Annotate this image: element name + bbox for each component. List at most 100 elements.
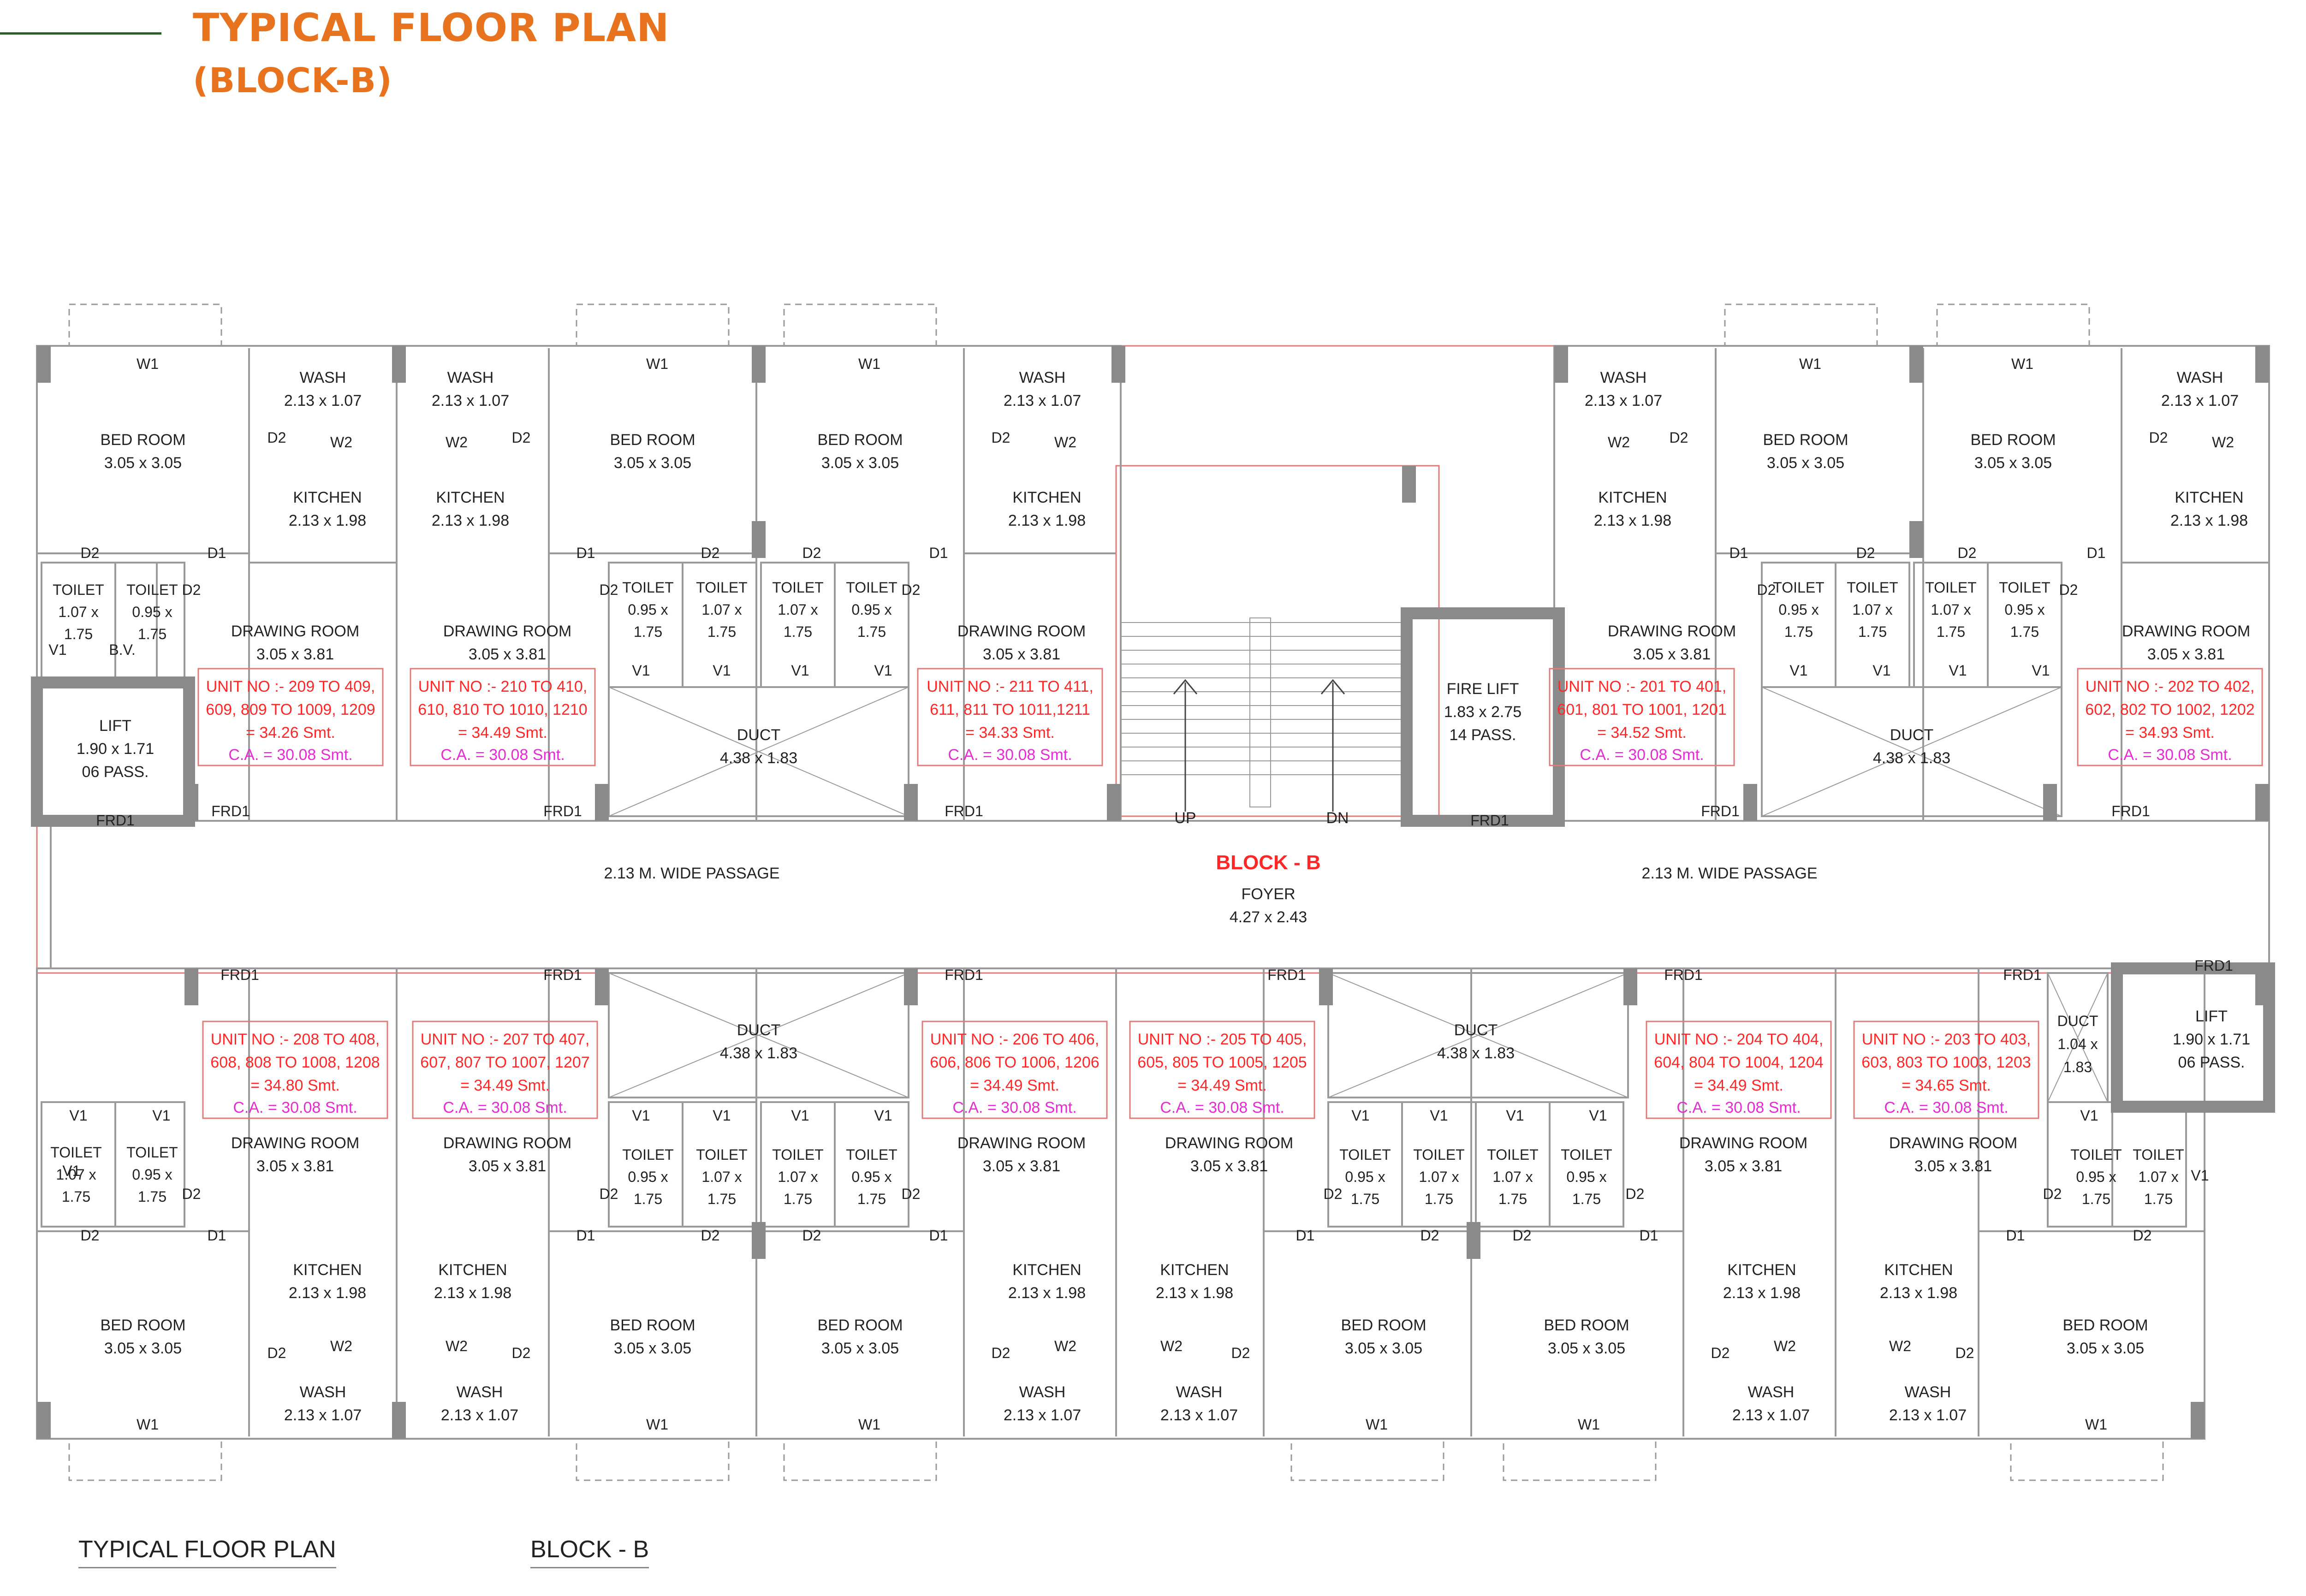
toilet-label: TOILET — [1999, 579, 2050, 596]
column — [184, 784, 198, 821]
lift-label: LIFT — [2195, 1008, 2228, 1025]
column — [2255, 784, 2269, 821]
unit-bottom-3-carpet-area: C.A. = 30.08 Smt. — [1160, 1099, 1284, 1116]
room-tag: V1 — [632, 662, 650, 679]
duct-outline — [608, 686, 909, 817]
fire-lift-shaft — [1401, 607, 1565, 827]
unit-bottom-5-line1: UNIT NO :- 203 TO 403, — [1862, 1031, 2031, 1048]
unit-bottom-5-carpet-area: C.A. = 30.08 Smt. — [1884, 1099, 2008, 1116]
kitchen-label-size: 2.13 x 1.98 — [289, 512, 366, 529]
room-tag: D2 — [267, 429, 286, 446]
bed-room-label-size: 3.05 x 3.05 — [2067, 1340, 2144, 1357]
room-tag: V1 — [791, 1107, 809, 1124]
room-tag: D2 — [1955, 1345, 1974, 1361]
room-tag: FRD1 — [211, 803, 250, 819]
column — [1111, 346, 1125, 383]
stair-handrail — [1249, 617, 1271, 807]
room-tag: D2 — [512, 1345, 531, 1361]
toilet-size: 0.95 x — [1345, 1169, 1385, 1185]
unit-bottom-4-area: = 34.49 Smt. — [1694, 1077, 1783, 1094]
toilet-size: 0.95 x — [132, 1166, 172, 1183]
unit-top-1-carpet-area: C.A. = 30.08 Smt. — [440, 746, 565, 764]
room-tag: V1 — [62, 1163, 80, 1179]
toilet-label: TOILET — [846, 1146, 897, 1163]
toilet-size: 1.75 — [634, 1191, 662, 1207]
room-tag: D2 — [1757, 581, 1776, 598]
drawing-room-label: DRAWING ROOM — [1679, 1134, 1807, 1152]
room-tag: FRD1 — [2194, 957, 2233, 974]
duct-label: DUCT — [1890, 726, 1933, 744]
drawing-room-label: DRAWING ROOM — [231, 623, 359, 640]
duct-cross — [608, 973, 909, 1098]
room-tag: D1 — [1640, 1227, 1658, 1244]
room-tag: V1 — [69, 1107, 87, 1124]
column — [904, 968, 918, 1005]
toilet-label: TOILET — [53, 581, 104, 598]
room-tag: D1 — [576, 1227, 595, 1244]
room-tag: V1 — [713, 662, 731, 679]
building-outline — [36, 345, 2270, 974]
small-duct-label: DUCT — [2057, 1013, 2098, 1029]
kitchen-label: KITCHEN — [1598, 489, 1667, 506]
drawing-room-label: DRAWING ROOM — [1889, 1134, 2017, 1152]
toilet-label: TOILET — [772, 1146, 823, 1163]
column — [1402, 466, 1416, 503]
kitchen-label: KITCHEN — [2175, 489, 2243, 506]
drawing-room-label-size: 3.05 x 3.81 — [983, 1157, 1060, 1175]
plan-structure — [31, 303, 2275, 1481]
kitchen-label: KITCHEN — [1727, 1261, 1796, 1279]
room-tag: FRD1 — [543, 967, 582, 983]
block-label: BLOCK - B — [1216, 851, 1320, 874]
room-tag: W2 — [1608, 434, 1630, 451]
stair-dn-arrow — [1320, 679, 1345, 812]
kitchen-label: KITCHEN — [1884, 1261, 1953, 1279]
room-tag: D2 — [1711, 1345, 1730, 1361]
room-tag: W1 — [858, 356, 880, 372]
stair-up-label: UP — [1174, 809, 1196, 827]
room-tag: W2 — [1054, 1338, 1076, 1354]
toilet-size: 1.75 — [634, 623, 662, 640]
toilet-size: 1.75 — [2082, 1191, 2110, 1207]
room-tag: D1 — [208, 1227, 226, 1244]
kitchen-label-size: 2.13 x 1.98 — [1594, 512, 1671, 529]
unit-top-0-carpet-area: C.A. = 30.08 Smt. — [228, 746, 352, 764]
bed-room-label-size: 3.05 x 3.05 — [821, 1340, 899, 1357]
room-tag: V1 — [2191, 1167, 2209, 1184]
room-tag: W1 — [1366, 1416, 1388, 1433]
room-tag: W2 — [446, 1338, 468, 1354]
room-tag: W2 — [446, 434, 468, 451]
unit-top-4-line1: UNIT NO :- 202 TO 402, — [2086, 678, 2255, 695]
room-tag: FRD1 — [1470, 812, 1509, 829]
foyer-size: 4.27 x 2.43 — [1230, 908, 1307, 926]
toilet-label: TOILET — [1925, 579, 1976, 596]
room-tag: W1 — [1578, 1416, 1600, 1433]
unit-top-1-line2: 610, 810 TO 1010, 1210 — [418, 701, 587, 718]
column — [752, 1222, 766, 1259]
unit-box — [412, 1020, 598, 1119]
duct-label-size: 4.38 x 1.83 — [1437, 1044, 1515, 1062]
column — [1467, 1222, 1480, 1259]
room-tag: D2 — [81, 1227, 100, 1244]
unit-top-1-line1: UNIT NO :- 210 TO 410, — [418, 678, 588, 695]
duct-label: DUCT — [737, 726, 780, 744]
toilet-size: 1.75 — [857, 1191, 886, 1207]
wash-label: WASH — [300, 1383, 346, 1401]
room-tag: D2 — [600, 581, 618, 598]
toilet-label: TOILET — [1339, 1146, 1391, 1163]
column — [2255, 346, 2269, 383]
kitchen-label-size: 2.13 x 1.98 — [289, 1284, 366, 1302]
kitchen-label: KITCHEN — [438, 1261, 507, 1279]
room-tag: W2 — [1054, 434, 1076, 451]
unit-bottom-0-line1: UNIT NO :- 208 TO 408, — [211, 1031, 380, 1048]
toilet-size: 1.07 x — [56, 1166, 96, 1183]
bed-room-label-size: 3.05 x 3.05 — [614, 1340, 691, 1357]
wash-label: WASH — [447, 369, 494, 386]
toilet-size: 1.07 x — [2138, 1169, 2178, 1185]
room-tag: D2 — [2043, 1186, 2062, 1202]
toilet-label: TOILET — [126, 581, 178, 598]
room-tag: FRD1 — [220, 967, 259, 983]
duct-label-size: 4.38 x 1.83 — [1873, 749, 1950, 767]
room-tag: FRD1 — [1267, 967, 1306, 983]
drawing-room-label-size: 3.05 x 3.81 — [469, 646, 546, 663]
footer-block-label: BLOCK - B — [530, 1536, 649, 1568]
